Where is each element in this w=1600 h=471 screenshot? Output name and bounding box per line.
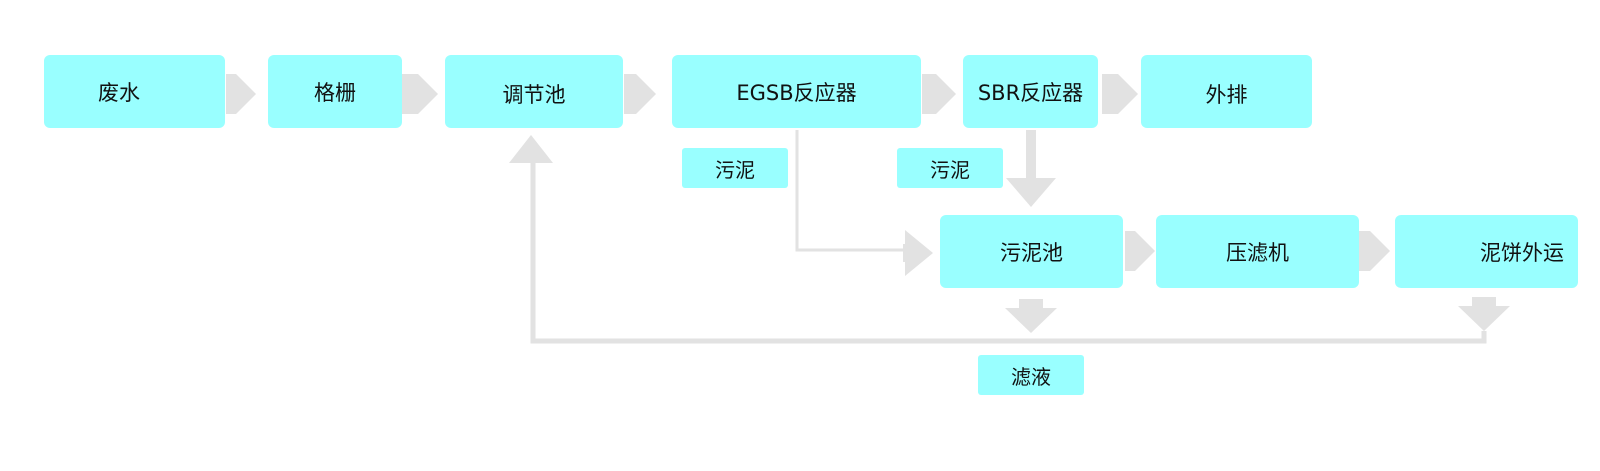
node-wastewater-label: 废水 [98,80,140,105]
node-filter-press: 压滤机 [1156,215,1359,288]
node-sludge-tank: 污泥池 [940,215,1123,288]
label-filtrate: 滤液 [978,355,1084,395]
node-egsb-reactor-label: EGSB反应器 [736,80,857,105]
node-egsb-reactor: EGSB反应器 [672,55,921,128]
label-sludge-sbr-text: 污泥 [930,157,970,182]
arrow-egsb-to-sludge-tank-head [903,230,933,276]
node-sbr-reactor-label: SBR反应器 [977,80,1084,105]
line-egsb-to-sludge-tank [795,130,908,252]
label-filtrate-text: 滤液 [1011,364,1051,389]
arrow-grille-to-regulating-tank [402,74,438,114]
node-filter-press-label: 压滤机 [1226,240,1289,265]
arrow-filtrate-return-head [509,135,553,163]
node-regulating-tank-label: 调节池 [502,83,566,107]
node-grille: 格栅 [268,55,402,128]
node-discharge: 外排 [1141,55,1312,128]
arrow-sludge-tank-to-filtrate-line [1005,299,1057,333]
line-filtrate-return [530,160,1487,344]
arrow-filter-press-to-sludge-cake [1356,231,1390,271]
label-sludge-egsb: 污泥 [682,148,788,188]
node-sludge-cake-transport: 泥饼外运 [1395,215,1578,288]
arrow-egsb-to-sbr [922,74,956,114]
arrow-sbr-to-sludge-tank [1006,178,1056,207]
arrow-sbr-to-discharge [1102,74,1138,114]
node-discharge-label: 外排 [1205,83,1248,107]
node-sbr-reactor: SBR反应器 [963,55,1098,128]
node-grille-label: 格栅 [314,80,356,105]
arrow-sludge-cake-to-filtrate-line [1458,297,1510,331]
arrow-sludge-tank-to-filter-press [1125,231,1155,271]
arrow-wastewater-to-grille [226,74,256,114]
node-sludge-tank-label: 污泥池 [1000,240,1063,265]
node-sludge-cake-transport-label: 泥饼外运 [1480,240,1564,265]
arrow-regulating-tank-to-egsb [624,74,656,114]
label-sludge-sbr: 污泥 [897,148,1003,188]
node-wastewater: 废水 [44,55,225,128]
label-sludge-egsb-text: 污泥 [715,157,755,182]
node-regulating-tank: 调节池 [445,55,623,128]
